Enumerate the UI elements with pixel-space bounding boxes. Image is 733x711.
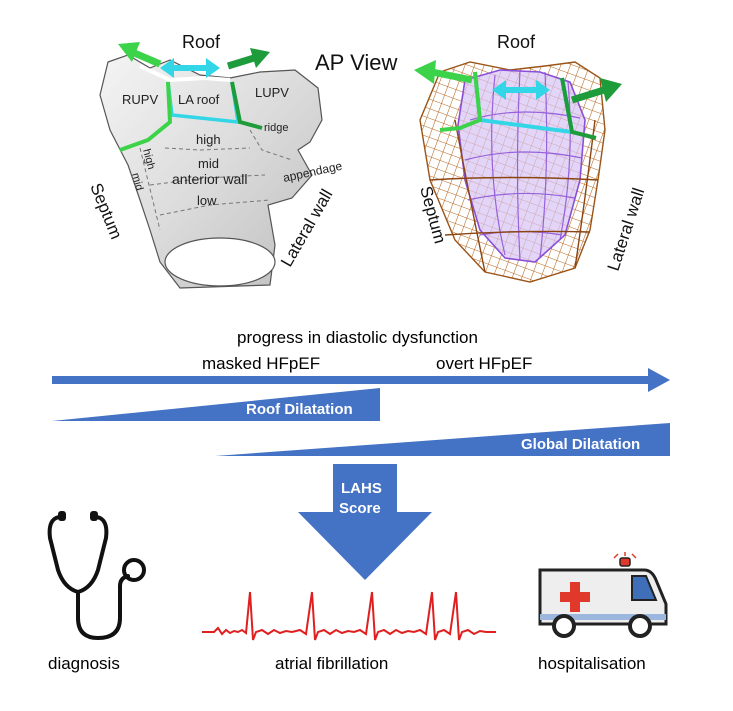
mitral-opening	[164, 237, 276, 287]
left-roof-label: Roof	[182, 32, 221, 52]
mesh-left-expansion-arrow	[414, 60, 473, 84]
lahs-score-line1: LAHS	[341, 480, 382, 497]
septal-mid-label: mid	[129, 172, 145, 192]
ambulance-icon	[538, 552, 668, 638]
left-atrium-illustration: Roof RUPV LA roof LUPV ridge high mid an…	[86, 32, 344, 289]
right-lateral-wall-label: Lateral wall	[604, 186, 649, 274]
left-roof-boundary	[119, 81, 173, 152]
ridge-label: ridge	[264, 122, 288, 134]
inner-volume	[457, 69, 586, 263]
roof-dilatation-label: Roof Dilatation	[246, 401, 353, 418]
right-roof-boundary	[230, 81, 263, 130]
mesh-right-expansion-arrow	[570, 78, 622, 104]
global-dilatation-wedge	[215, 423, 670, 456]
lahs-score-line2: Score	[339, 500, 381, 517]
mesh-roof-width-arrow	[492, 80, 550, 100]
masked-hfpef-label: masked HFpEF	[202, 354, 321, 373]
rupv-label: RUPV	[122, 92, 158, 107]
lahs-score-arrow	[298, 464, 432, 580]
stethoscope-icon	[47, 511, 146, 641]
anterior-wall-label: anterior wall	[172, 171, 247, 187]
septal-high-label: high	[140, 148, 157, 171]
progress-arrow	[52, 368, 670, 392]
overt-hfpef-label: overt HFpEF	[436, 354, 533, 373]
roof-dilatation-wedge	[52, 388, 380, 421]
high-label: high	[196, 132, 221, 147]
atrium-body	[99, 54, 323, 289]
ap-view-label: AP View	[315, 50, 397, 75]
right-roof-label: Roof	[497, 32, 536, 52]
la-roof-label: LA roof	[178, 92, 220, 107]
ecg-trace	[202, 591, 496, 641]
mid-label: mid	[198, 156, 219, 171]
roof-left-expansion-arrow	[118, 42, 162, 68]
global-dilatation-label: Global Dilatation	[521, 436, 641, 453]
atrial-fibrillation-label: atrial fibrillation	[275, 654, 389, 673]
roof-right-expansion-arrow	[226, 48, 270, 70]
hospitalisation-label: hospitalisation	[538, 654, 646, 673]
roof-width-arrow	[160, 58, 220, 78]
progress-title: progress in diastolic dysfunction	[237, 328, 478, 347]
lupv-label: LUPV	[255, 85, 289, 100]
diagnosis-label: diagnosis	[48, 654, 120, 673]
mesh-atrium-model: AP View Roof Septum Lateral wall	[315, 32, 649, 283]
low-label: low	[197, 193, 217, 208]
